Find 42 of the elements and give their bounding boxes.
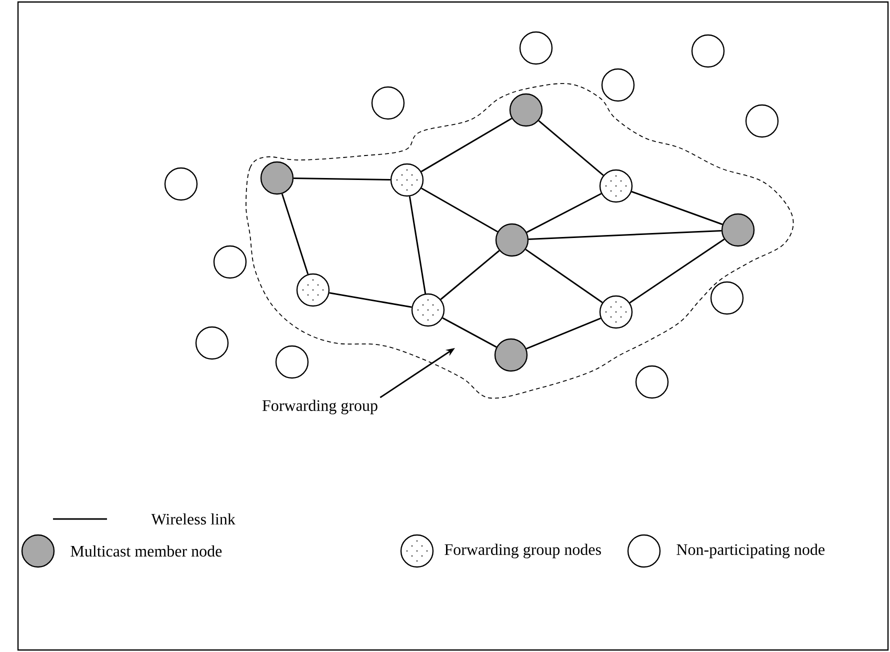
- forwarding-node: [599, 295, 633, 329]
- forwarding-node: [296, 273, 330, 307]
- legend-text: Forwarding group nodes: [444, 544, 601, 558]
- legend-text: Multicast member node: [70, 545, 222, 557]
- member-node: [495, 223, 529, 257]
- wireless-link: [526, 318, 601, 350]
- forwarding-node: [411, 293, 445, 327]
- wireless-link: [631, 190, 723, 226]
- member-node: [509, 93, 543, 127]
- wireless-link: [408, 196, 426, 294]
- node-circle: [635, 365, 669, 399]
- wireless-link: [528, 230, 722, 240]
- legend-text: Wireless link: [151, 513, 236, 525]
- wireless-link: [329, 292, 412, 308]
- forwarding-node: [390, 163, 424, 197]
- wireless-link: [525, 248, 603, 304]
- node-circle: [710, 281, 744, 315]
- node-circle: [519, 31, 553, 65]
- member-node: [494, 338, 528, 372]
- node-circle: [691, 34, 725, 68]
- node-circle: [195, 326, 229, 360]
- member-node: [260, 161, 294, 195]
- wireless-link: [442, 317, 497, 348]
- node-circle: [164, 167, 198, 201]
- wireless-link: [538, 120, 604, 176]
- node-circle: [601, 68, 635, 102]
- label-text: Forwarding group: [262, 400, 378, 414]
- node-circle: [371, 86, 405, 120]
- member-node: [721, 213, 755, 247]
- wireless-link: [281, 194, 309, 274]
- forwarding-node: [599, 169, 633, 203]
- wireless-link: [294, 178, 390, 180]
- wireless-link: [420, 118, 512, 172]
- wireless-link: [629, 238, 725, 304]
- legend-text: Non-participating node: [676, 544, 824, 558]
- node-circle: [213, 245, 247, 279]
- wireless-link: [526, 192, 602, 234]
- node-circle: [275, 345, 309, 379]
- wireless-link: [440, 250, 500, 300]
- node-circle: [745, 104, 779, 138]
- dashed-boundary: [246, 83, 794, 399]
- wireless-link: [421, 188, 498, 232]
